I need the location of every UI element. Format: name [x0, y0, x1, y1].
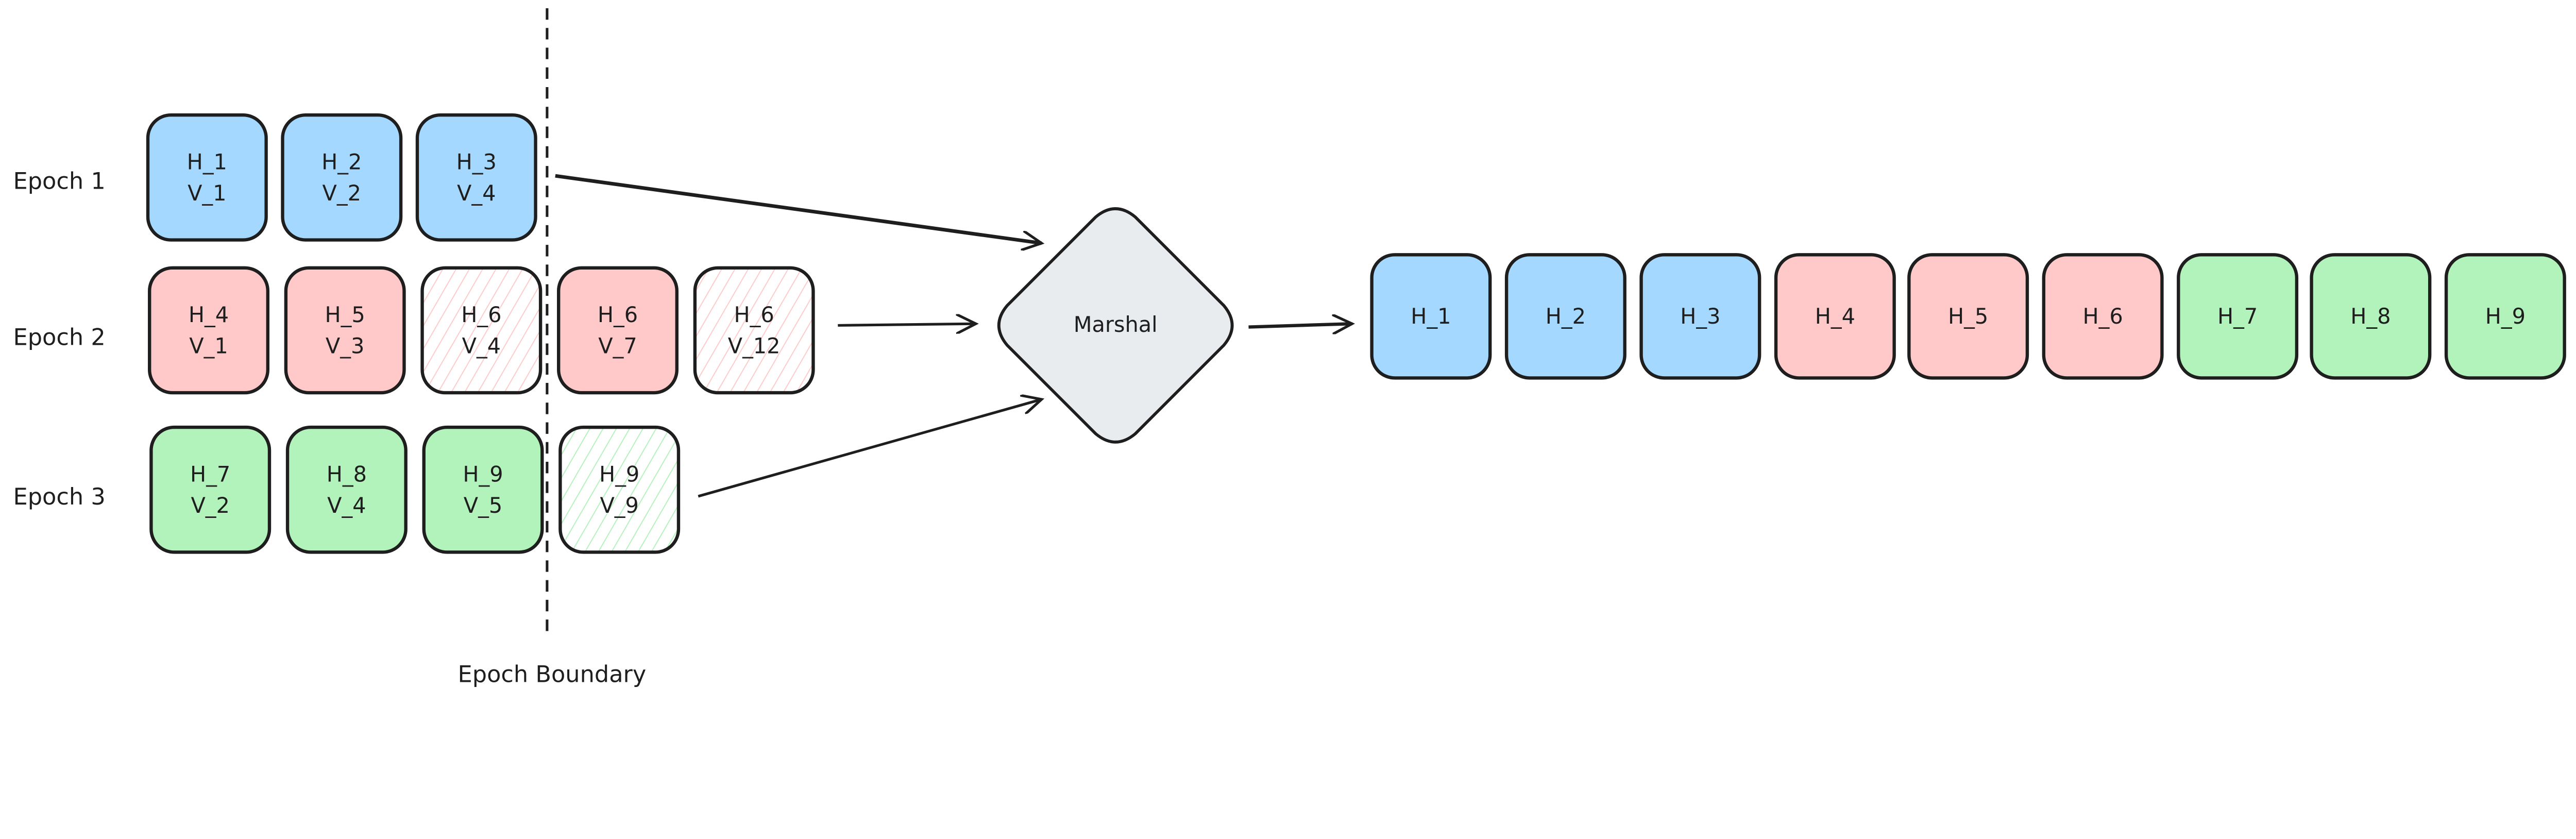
block-h-label: H_4	[189, 303, 229, 327]
epoch-label: Epoch 2	[13, 324, 106, 351]
output-block-rect	[1907, 253, 2029, 380]
output-block-rect	[1639, 253, 1761, 380]
block-v-label: V_12	[728, 334, 781, 359]
output-block-label: H_9	[2485, 304, 2526, 329]
block-v-label: V_4	[327, 493, 366, 518]
block-rect	[420, 266, 543, 395]
epoch-row: Epoch 1H_1V_1H_2V_2H_3V_4	[13, 113, 537, 242]
block-rect	[148, 266, 269, 395]
block-h-label: H_7	[190, 462, 230, 486]
block-h-label: H_6	[734, 303, 774, 327]
block-v-label: V_1	[188, 181, 226, 206]
output-block-label: H_8	[2350, 304, 2391, 329]
output-block-label: H_3	[1680, 304, 1720, 329]
output-block-rect	[1774, 253, 1896, 380]
output-block: H_3	[1639, 253, 1761, 380]
block-rect	[557, 266, 679, 395]
epoch-row: Epoch 2H_4V_1H_5V_3H_6V_4H_6V_7H_6V_12	[13, 266, 815, 395]
block-box: H_3V_4	[415, 113, 537, 242]
block-v-label: V_3	[326, 334, 364, 359]
block-h-label: H_2	[321, 149, 362, 174]
epoch-label: Epoch 1	[13, 168, 106, 195]
block-rect	[285, 425, 408, 554]
block-rect	[149, 425, 272, 554]
epoch-label: Epoch 3	[13, 483, 106, 510]
output-block-label: H_2	[1546, 304, 1586, 329]
output-block: H_5	[1907, 253, 2029, 380]
block-rect	[415, 113, 537, 242]
block-rect	[281, 113, 403, 242]
block-h-label: H_9	[463, 462, 503, 486]
output-block-label: H_6	[2082, 304, 2123, 329]
marshal-diamond	[997, 207, 1234, 444]
block-h-label: H_5	[325, 303, 365, 327]
output-block: H_7	[2177, 253, 2299, 380]
output-block-rect	[2444, 253, 2566, 380]
block-box: H_9V_5	[422, 425, 544, 554]
block-v-label: V_2	[323, 181, 361, 206]
output-block: H_8	[2310, 253, 2432, 380]
arrow-epoch3-to-marshal	[698, 399, 1041, 498]
output-block-rect	[2310, 253, 2432, 380]
output-block: H_9	[2444, 253, 2566, 380]
output-block-rect	[2177, 253, 2299, 380]
block-box: H_1V_1	[146, 113, 268, 242]
block-h-label: H_1	[187, 149, 227, 174]
output-block-label: H_5	[1948, 304, 1988, 329]
output-block: H_2	[1504, 253, 1626, 380]
block-box: H_7V_2	[149, 425, 272, 554]
block-v-label: V_4	[462, 334, 501, 359]
block-v-label: V_1	[189, 334, 228, 359]
output-block-label: H_4	[1815, 304, 1855, 329]
output-block-label: H_1	[1411, 304, 1451, 329]
block-v-label: V_5	[464, 493, 502, 518]
block-box: H_2V_2	[281, 113, 403, 242]
block-box: H_4V_1	[148, 266, 269, 395]
output-block: H_6	[2042, 253, 2164, 380]
block-box: H_5V_3	[284, 266, 406, 395]
block-v-label: V_4	[457, 181, 496, 206]
output-block-rect	[2042, 253, 2164, 380]
block-v-label: V_9	[600, 493, 638, 518]
block-box: H_6V_7	[557, 266, 679, 395]
output-block: H_1	[1370, 253, 1492, 380]
block-v-label: V_7	[598, 334, 637, 359]
block-h-label: H_6	[598, 303, 638, 327]
block-h-label: H_8	[327, 462, 367, 486]
arrow-epoch2-to-marshal	[838, 324, 976, 325]
arrow-marshal-to-output	[1248, 324, 1352, 327]
block-box: H_6V_12	[693, 266, 815, 395]
output-block: H_4	[1774, 253, 1896, 380]
block-rect	[284, 266, 406, 395]
block-rect	[558, 425, 681, 554]
block-v-label: V_2	[191, 493, 229, 518]
output-block-rect	[1370, 253, 1492, 380]
epoch-boundary-label: Epoch Boundary	[458, 661, 647, 687]
block-rect	[146, 113, 268, 242]
marshal-label: Marshal	[1074, 312, 1158, 337]
block-rect	[422, 425, 544, 554]
block-h-label: H_9	[599, 462, 639, 486]
block-box: H_6V_4	[420, 266, 543, 395]
block-box: H_9V_9	[558, 425, 681, 554]
output-sequence: H_1 H_2 H_3 H_4 H_5 H_6 H_7 H_8 H_9	[1370, 253, 2566, 380]
arrow-epoch1-to-marshal	[555, 174, 1042, 243]
output-block-rect	[1504, 253, 1626, 380]
block-h-label: H_6	[461, 303, 501, 327]
epoch-row: Epoch 3H_7V_2H_8V_4H_9V_5H_9V_9	[13, 425, 681, 554]
block-h-label: H_3	[456, 149, 497, 174]
block-rect	[693, 266, 815, 395]
block-box: H_8V_4	[285, 425, 408, 554]
output-block-label: H_7	[2217, 304, 2258, 329]
